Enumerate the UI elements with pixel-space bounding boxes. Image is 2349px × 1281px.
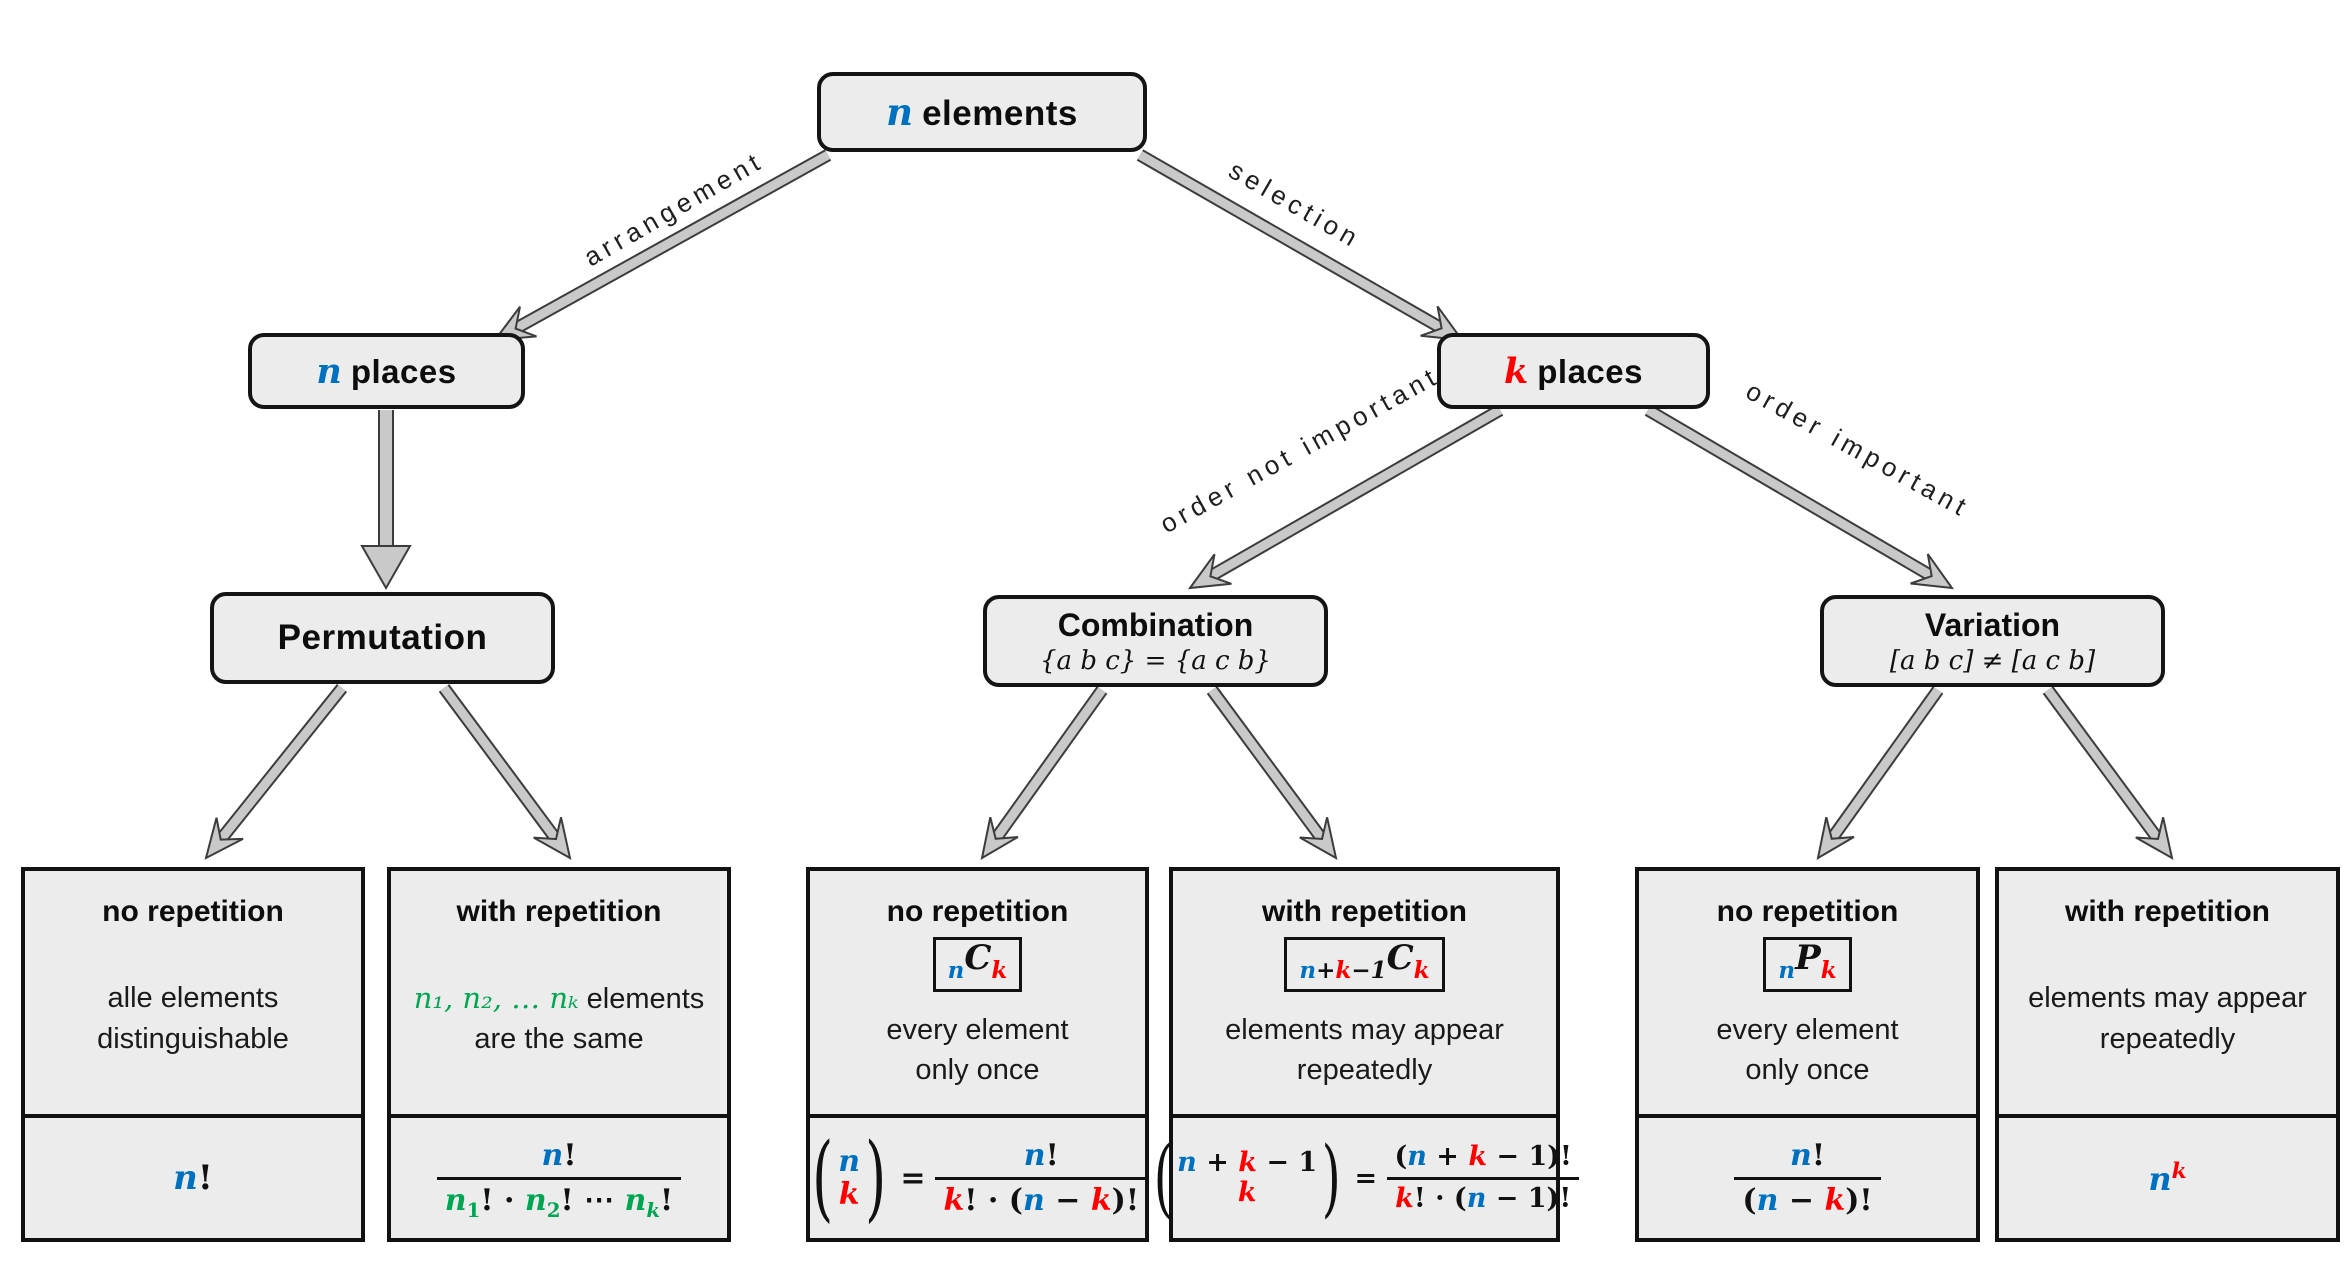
combination-example: {a b c} = {a c b}	[1040, 645, 1271, 676]
node-variation: Variation [a b c] ≠ [a c b]	[1820, 595, 2165, 687]
node-combination: Combination {a b c} = {a c b}	[983, 595, 1328, 687]
node-k-places: k places	[1437, 333, 1710, 409]
var-n: n	[316, 350, 342, 392]
leaf-variation-no-repetition: no repetition nPk every element only onc…	[1635, 867, 1980, 1242]
var-n: n	[886, 90, 914, 134]
leaf-formula: n!	[173, 1158, 213, 1198]
leaf-formula: n! n1! · n2! ⋯ nk!	[391, 1118, 727, 1238]
leaf-combination-no-repetition: no repetition nCk every element only onc…	[806, 867, 1149, 1242]
leaf-title: with repetition	[456, 895, 662, 928]
leaf-title: with repetition	[2065, 895, 2270, 928]
leaf-variation-with-repetition: with repetition elements may appear repe…	[1995, 867, 2340, 1242]
leaf-permutation-no-repetition: no repetition alle elements distinguisha…	[21, 867, 365, 1242]
leaf-title: no repetition	[1716, 895, 1899, 928]
var-k: k	[1503, 350, 1529, 392]
leaf-formula: nk	[2148, 1158, 2187, 1198]
leaf-title: no repetition	[102, 895, 284, 928]
leaf-title: no repetition	[886, 895, 1069, 928]
node-permutation: Permutation	[210, 592, 555, 684]
leaf-formula: n! (n − k)!	[1639, 1118, 1976, 1238]
leaf-description: every element only once	[1716, 1013, 1899, 1086]
leaf-description: every element only once	[886, 1013, 1069, 1086]
node-n-places: n places	[248, 333, 525, 409]
notation-nCk: nCk	[932, 937, 1023, 992]
leaf-description: alle elements distinguishable	[97, 982, 289, 1055]
notation-n-plus-k-minus-1-C-k: n+k−1Ck	[1284, 937, 1445, 992]
variation-example: [a b c] ≠ [a c b]	[1889, 645, 2096, 676]
leaf-description: elements may appear repeatedly	[1225, 1013, 1504, 1086]
node-n-elements: n elements	[817, 72, 1147, 152]
leaf-combination-with-repetition: with repetition n+k−1Ck elements may app…	[1154, 867, 1580, 1242]
notation-nPk: nPk	[1763, 937, 1852, 992]
leaf-title: with repetition	[1262, 895, 1467, 928]
leaf-description: elements may appear repeatedly	[2028, 982, 2307, 1055]
